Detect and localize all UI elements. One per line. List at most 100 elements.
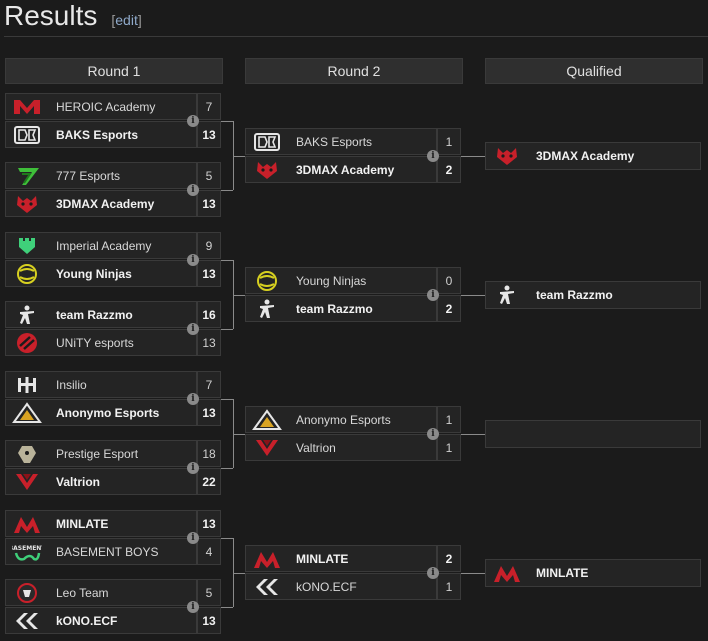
team-score: 9 — [197, 232, 221, 259]
team-score: 22 — [197, 468, 221, 495]
team-row[interactable]: BAKS Esports — [245, 128, 437, 155]
bracket-connector — [221, 260, 233, 261]
team-row[interactable]: kONO.ECF — [5, 607, 197, 634]
edit-link[interactable]: edit — [115, 12, 138, 28]
team-score: 1 — [437, 406, 461, 433]
team-row[interactable]: Anonymo Esports — [5, 399, 197, 426]
bracket-connector — [233, 399, 234, 434]
team-name: 3DMAX Academy — [296, 163, 395, 177]
bracket-connector — [221, 399, 233, 400]
match-info-icon[interactable]: i — [187, 462, 199, 474]
team-name: Young Ninjas — [296, 274, 367, 288]
insilio-icon — [18, 377, 36, 393]
team-name: Anonymo Esports — [296, 413, 391, 427]
bracket-connector — [233, 538, 234, 573]
match-info-icon[interactable]: i — [427, 567, 439, 579]
bracket-connector — [221, 121, 233, 122]
team-name: MINLATE — [296, 552, 349, 566]
team-score: 4 — [197, 538, 221, 565]
team-row[interactable]: Young Ninjas — [245, 267, 437, 294]
team-row[interactable]: Insilio — [5, 371, 197, 398]
match-info-icon[interactable]: i — [187, 323, 199, 335]
team-score: 13 — [197, 399, 221, 426]
razzmo-icon — [500, 285, 514, 304]
team-row[interactable]: Imperial Academy — [5, 232, 197, 259]
team-score: 13 — [197, 190, 221, 217]
team-name: MINLATE — [56, 517, 109, 531]
kono-icon — [256, 579, 278, 595]
team-row[interactable]: 3DMAX Academy — [5, 190, 197, 217]
bracket-connector — [233, 434, 245, 435]
valtrion-icon — [256, 440, 278, 456]
team-row[interactable]: team Razzmo — [5, 301, 197, 328]
heroic-icon — [14, 100, 40, 114]
bracket-connector — [233, 260, 234, 295]
team-row[interactable]: Leo Team — [5, 579, 197, 606]
team-row[interactable]: 777 Esports — [5, 162, 197, 189]
ninjas-icon — [17, 264, 37, 284]
minlate-icon — [14, 517, 40, 533]
team-row[interactable]: Prestige Esport — [5, 440, 197, 467]
team-row[interactable]: MINLATE — [245, 545, 437, 572]
team-row[interactable]: Valtrion — [5, 468, 197, 495]
team-row[interactable]: BAKS Esports — [5, 121, 197, 148]
qualified-slot[interactable]: 3DMAX Academy — [485, 142, 701, 170]
bracket-connector — [461, 573, 485, 574]
match-info-icon[interactable]: i — [187, 115, 199, 127]
team-name: team Razzmo — [296, 302, 373, 316]
bracket-connector — [233, 295, 234, 329]
team-name: HEROIC Academy — [56, 100, 156, 114]
team-score: 1 — [437, 434, 461, 461]
team-row[interactable]: MINLATE — [5, 510, 197, 537]
column-header-qualified: Qualified — [485, 58, 703, 84]
team-name: Imperial Academy — [56, 239, 152, 253]
match-info-icon[interactable]: i — [187, 601, 199, 613]
team-row[interactable]: UNiTY esports — [5, 329, 197, 356]
team-name: Valtrion — [56, 475, 101, 489]
edit-link-wrap: [edit] — [111, 12, 142, 28]
team-name: BAKS Esports — [56, 128, 139, 142]
team-name: BAKS Esports — [296, 135, 373, 149]
team-row[interactable]: BASEMENTBASEMENT BOYS — [5, 538, 197, 565]
team-row[interactable]: Young Ninjas — [5, 260, 197, 287]
bracket-connector — [221, 468, 233, 469]
match-info-icon[interactable]: i — [187, 254, 199, 266]
match-info-icon[interactable]: i — [427, 428, 439, 440]
anonymo-icon — [12, 402, 42, 423]
match-info-icon[interactable]: i — [187, 184, 199, 196]
team-row[interactable]: team Razzmo — [245, 295, 437, 322]
match-info-icon[interactable]: i — [187, 532, 199, 544]
match-info-icon[interactable]: i — [427, 289, 439, 301]
team-score: 13 — [197, 121, 221, 148]
team-name: kONO.ECF — [56, 614, 118, 628]
basement-icon: BASEMENT — [12, 545, 42, 561]
qualified-slot — [485, 420, 701, 448]
leo-icon — [17, 583, 37, 603]
qualified-team-name: 3DMAX Academy — [536, 149, 635, 163]
bracket-connector — [233, 121, 234, 156]
match-info-icon[interactable]: i — [187, 393, 199, 405]
team-name: Young Ninjas — [56, 267, 132, 281]
qualified-slot[interactable]: MINLATE — [485, 559, 701, 587]
team-row[interactable]: HEROIC Academy — [5, 93, 197, 120]
bracket-connector — [221, 329, 233, 330]
column-header-round1: Round 1 — [5, 58, 223, 84]
razzmo-icon — [260, 299, 274, 318]
bracket-connector — [233, 434, 234, 468]
team-name: Valtrion — [296, 441, 336, 455]
match-info-icon[interactable]: i — [427, 150, 439, 162]
team-row[interactable]: Anonymo Esports — [245, 406, 437, 433]
team-score: 7 — [197, 371, 221, 398]
team-name: 3DMAX Academy — [56, 197, 155, 211]
team-row[interactable]: kONO.ECF — [245, 573, 437, 600]
team-score: 13 — [197, 329, 221, 356]
team-row[interactable]: Valtrion — [245, 434, 437, 461]
team-row[interactable]: 3DMAX Academy — [245, 156, 437, 183]
qualified-slot[interactable]: team Razzmo — [485, 281, 701, 309]
